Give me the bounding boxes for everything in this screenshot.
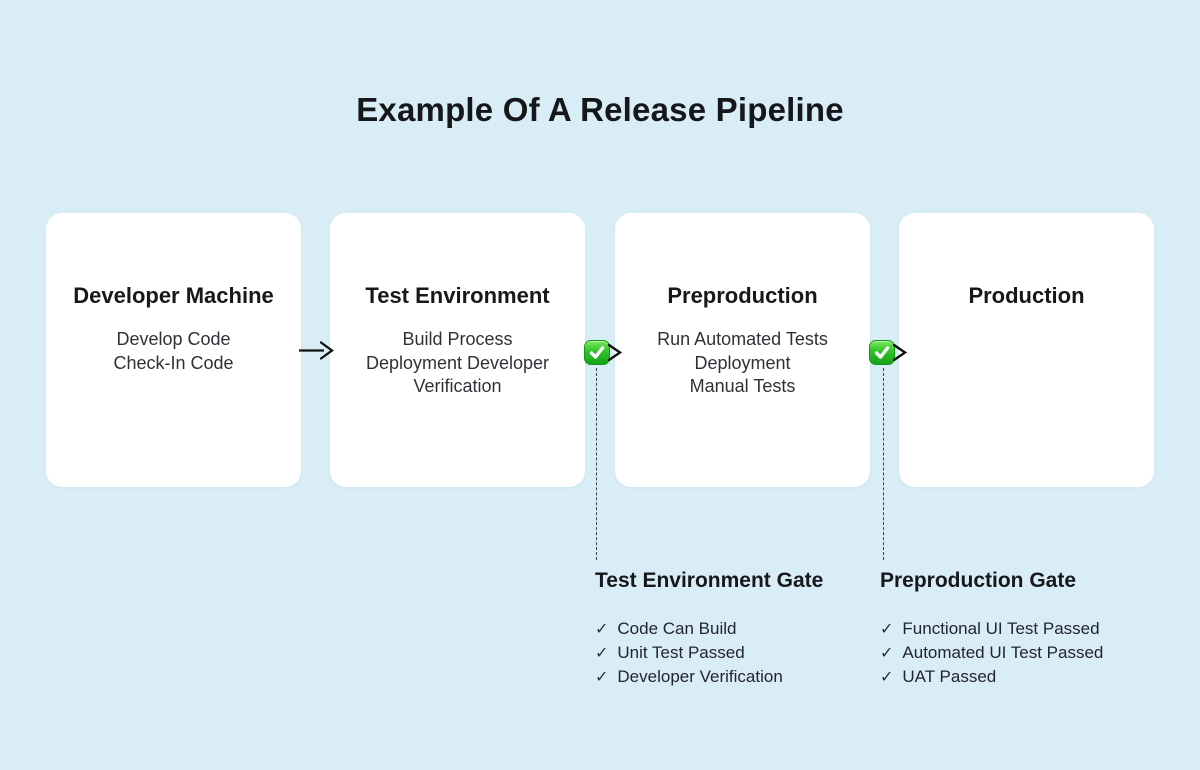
gate-criterion-label: Developer Verification: [617, 667, 783, 686]
check-icon: ✓: [880, 621, 894, 638]
stage-card-preproduction: Preproduction Run Automated Tests Deploy…: [615, 213, 870, 487]
gate-criterion-label: Functional UI Test Passed: [902, 619, 1100, 638]
gate-passed-checkbox-icon: [584, 340, 610, 365]
gate-test-environment: Test Environment Gate ✓ Code Can Build ✓…: [595, 567, 823, 689]
stage-title: Test Environment: [365, 283, 550, 308]
gate-criterion-label: UAT Passed: [902, 667, 997, 686]
gate-criterion: ✓ UAT Passed: [880, 665, 1103, 689]
arrowhead-icon: [892, 343, 908, 362]
stage-title: Production: [968, 283, 1085, 308]
gate-criterion-label: Unit Test Passed: [617, 643, 745, 662]
task-line: Build Process: [402, 329, 513, 349]
stage-tasks: Develop Code Check-In Code: [46, 328, 301, 375]
gate-criterion-label: Code Can Build: [617, 619, 737, 638]
stage-title: Preproduction: [667, 283, 818, 308]
task-line: Verification: [413, 376, 502, 396]
check-icon: ✓: [595, 645, 609, 662]
stage-card-developer-machine: Developer Machine Develop Code Check-In …: [46, 213, 301, 487]
gate-criterion: ✓ Automated UI Test Passed: [880, 641, 1103, 665]
stage-card-production: Production: [899, 213, 1154, 487]
stage-card-test-environment: Test Environment Build Process Deploymen…: [330, 213, 585, 487]
arrowhead-icon: [607, 343, 623, 362]
page-title: Example Of A Release Pipeline: [356, 91, 844, 128]
gate-preproduction: Preproduction Gate ✓ Functional UI Test …: [880, 567, 1103, 689]
gate-criterion: ✓ Developer Verification: [595, 665, 823, 689]
gate-passed-checkbox-icon: [869, 340, 895, 365]
check-icon: ✓: [880, 669, 894, 686]
gate-title: Preproduction Gate: [880, 569, 1077, 592]
stage-tasks: Build Process Deployment Developer Verif…: [330, 328, 585, 399]
gate-criterion: ✓ Unit Test Passed: [595, 641, 823, 665]
task-line: Develop Code: [116, 329, 231, 349]
task-line: Run Automated Tests: [657, 329, 828, 349]
gate-criterion-label: Automated UI Test Passed: [902, 643, 1104, 662]
stage-tasks: Run Automated Tests Deployment Manual Te…: [615, 328, 870, 399]
gate-title: Test Environment Gate: [595, 569, 824, 592]
task-line: Manual Tests: [689, 376, 796, 396]
task-line: Deployment: [694, 352, 791, 373]
right-arrow-icon: [299, 341, 334, 360]
check-icon: ✓: [880, 645, 894, 662]
gate-dashed-connector: [596, 368, 597, 560]
gate-criterion: ✓ Code Can Build: [595, 617, 823, 641]
check-icon: ✓: [595, 621, 609, 638]
gate-dashed-connector: [883, 368, 884, 560]
check-icon: ✓: [595, 669, 609, 686]
stage-title: Developer Machine: [73, 283, 274, 308]
gate-criterion: ✓ Functional UI Test Passed: [880, 617, 1103, 641]
task-line: Check-In Code: [113, 352, 234, 373]
task-line: Deployment Developer: [365, 352, 550, 373]
